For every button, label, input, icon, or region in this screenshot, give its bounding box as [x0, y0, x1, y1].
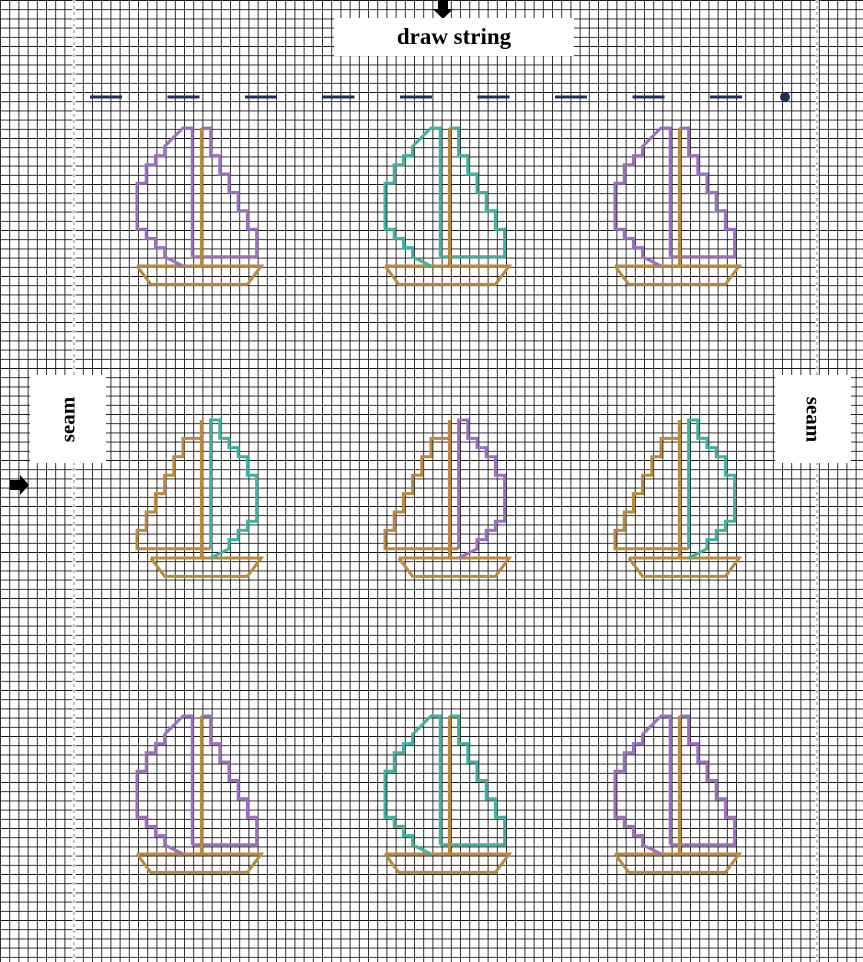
boat-hull [385, 854, 509, 872]
boat-mainsail [615, 128, 670, 266]
boat-hull [151, 558, 261, 576]
sailboat-2 [385, 128, 509, 284]
seam-guides [74, 0, 817, 962]
boat-mainsail [211, 420, 257, 558]
draw-string-label: draw string [334, 18, 574, 56]
right-seam-label: seam [775, 375, 851, 463]
drawstring-line [90, 92, 790, 102]
boat-mainsail [385, 128, 440, 266]
boat-hull [137, 854, 261, 872]
sailboat-9 [615, 716, 739, 872]
boat-hull [385, 266, 509, 284]
sailboat-7 [137, 716, 261, 872]
right-arrow-icon [10, 475, 29, 495]
sailboat-1 [137, 128, 261, 284]
boat-hull [399, 558, 509, 576]
left-seam-text: seam [56, 396, 81, 442]
down-arrow-icon [433, 0, 453, 19]
drawstring-end-dot [780, 92, 790, 102]
draw-string-text: draw string [397, 24, 511, 50]
boat-hull [137, 266, 261, 284]
boat-hull [615, 854, 739, 872]
sailboat-8 [385, 716, 509, 872]
boat-hull [615, 266, 739, 284]
right-seam-text: seam [801, 396, 826, 442]
sailboat-3 [615, 128, 739, 284]
left-seam-label: seam [30, 375, 106, 463]
boat-hull [629, 558, 739, 576]
boat-mainsail [137, 128, 192, 266]
